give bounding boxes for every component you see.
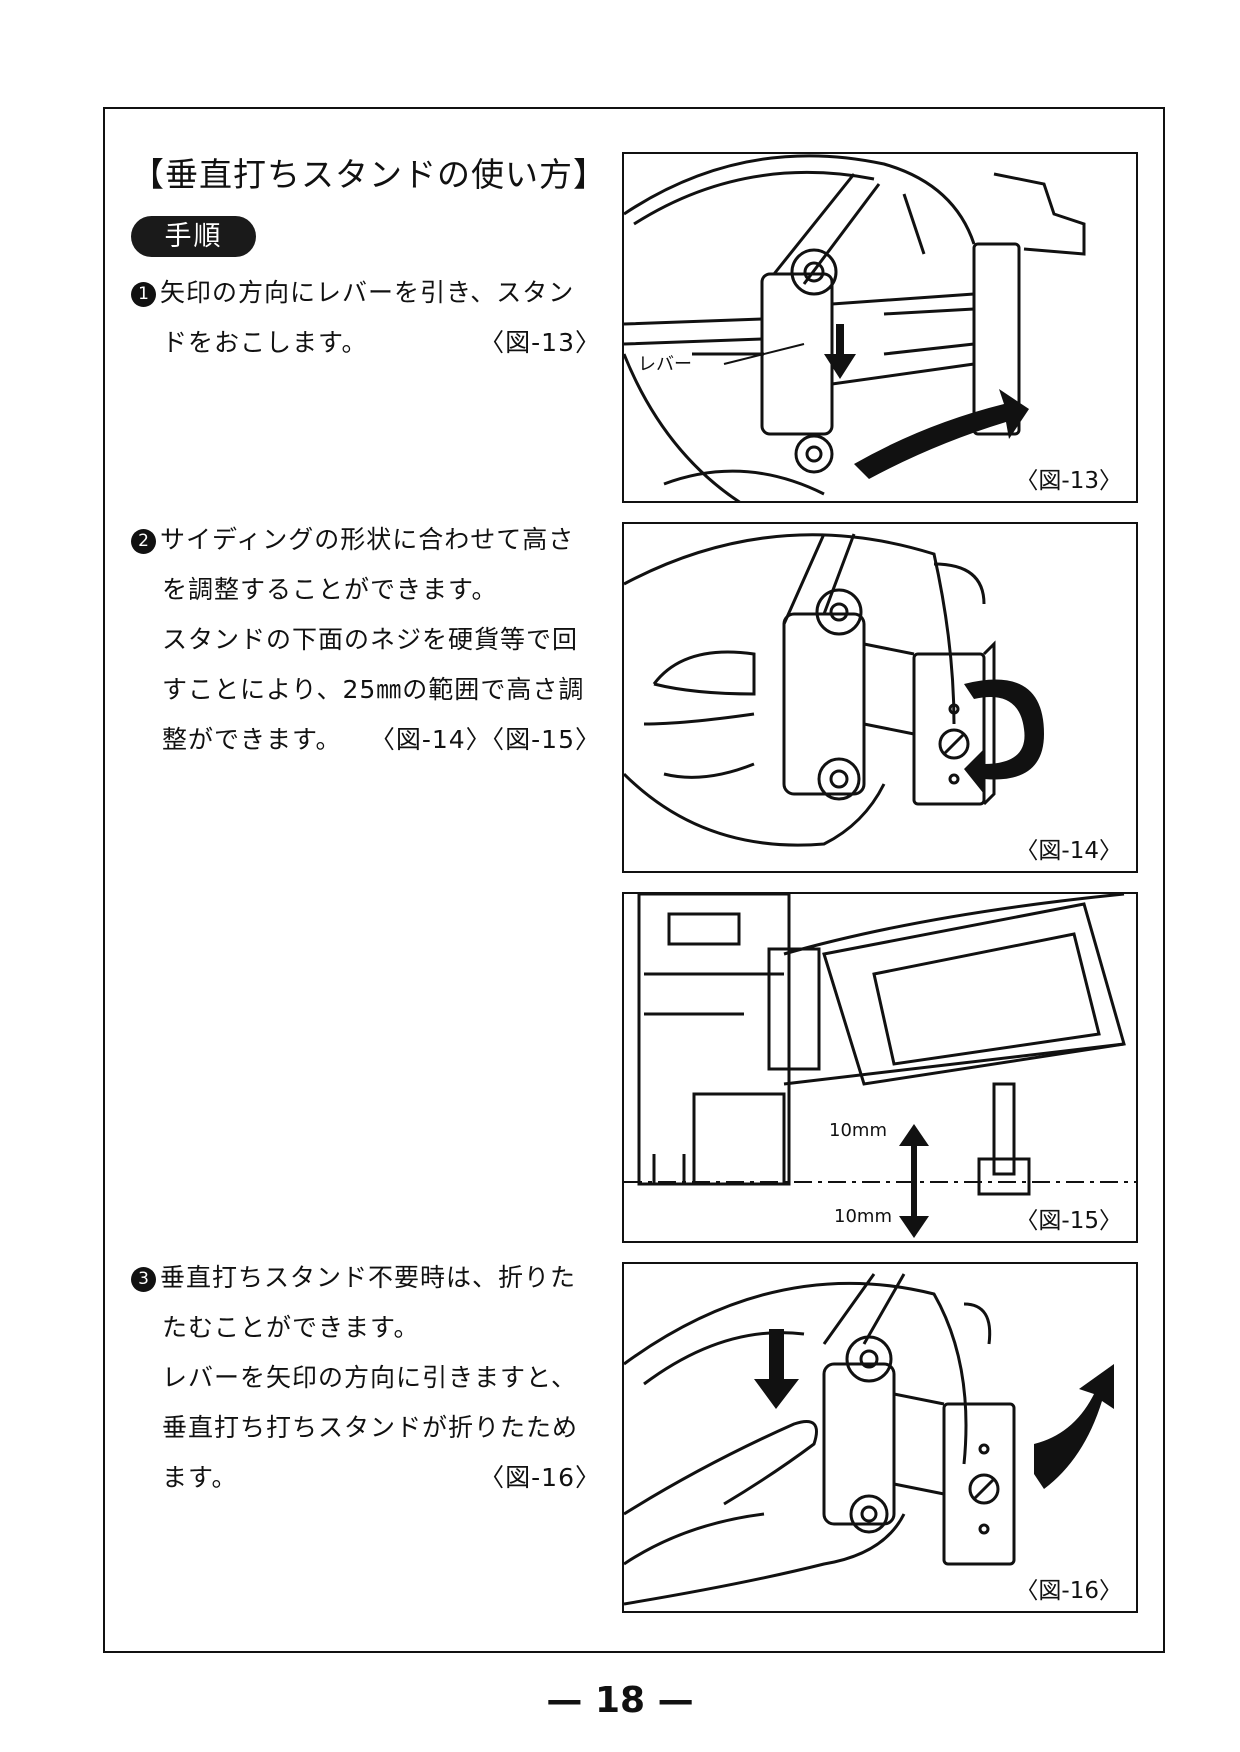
figure-16-illustration	[624, 1273, 1114, 1606]
page-frame	[103, 107, 1165, 1653]
step-3-figure-ref: 〈図-16〉	[479, 1463, 601, 1492]
step-2-figure-ref: 〈図-14〉〈図-15〉	[369, 725, 601, 754]
step-2-line-2: を調整することができます。	[162, 575, 498, 604]
figure-16-label: 〈図-16〉	[1013, 1571, 1124, 1605]
figure-13-illustration	[624, 154, 1086, 501]
figure-13: レバー 〈図-13〉	[622, 152, 1138, 503]
step-2-line-1: サイディングの形状に合わせて高さ	[160, 525, 575, 554]
step-3-line-2: たむことができます。	[162, 1313, 420, 1342]
step-3-line-3: レバーを矢印の方向に引きますと、	[162, 1363, 578, 1392]
lever-callout: レバー	[638, 350, 692, 376]
step-1-line-2: ドをおこします。	[162, 328, 368, 357]
lower-dimension: 10mm	[834, 1206, 892, 1227]
step-1-line-1: 矢印の方向にレバーを引き、スタン	[160, 278, 575, 307]
figure-15: 10mm 10mm 〈図-15〉	[622, 892, 1138, 1243]
page-number: — 18 —	[546, 1680, 694, 1721]
figure-14-illustration	[624, 533, 1044, 847]
step-2-line-5: 整ができます。	[162, 725, 342, 754]
figure-13-label: 〈図-13〉	[1013, 461, 1124, 495]
figure-15-label: 〈図-15〉	[1013, 1201, 1124, 1235]
step-number-2: 2	[131, 529, 156, 554]
figure-16: 〈図-16〉	[622, 1262, 1138, 1613]
figure-15-illustration	[624, 894, 1136, 1238]
figure-14: 〈図-14〉	[622, 522, 1138, 873]
step-2-line-3: スタンドの下面のネジを硬貨等で回	[162, 625, 579, 654]
figure-14-label: 〈図-14〉	[1013, 831, 1124, 865]
section-title: 【垂直打ちスタンドの使い方】	[131, 155, 607, 194]
step-1-figure-ref: 〈図-13〉	[479, 328, 601, 357]
step-2-line-4: すことにより、25㎜の範囲で高さ調	[162, 675, 585, 704]
step-number-3: 3	[131, 1267, 156, 1292]
step-3-line-1: 垂直打ちスタンド不要時は、折りた	[160, 1263, 577, 1292]
step-3-line-5: ます。	[162, 1463, 238, 1492]
step-3-line-4: 垂直打ち打ちスタンドが折りたため	[162, 1413, 579, 1442]
upper-dimension: 10mm	[829, 1120, 887, 1141]
procedure-badge: 手順	[131, 216, 256, 257]
step-number-1: 1	[131, 282, 156, 307]
